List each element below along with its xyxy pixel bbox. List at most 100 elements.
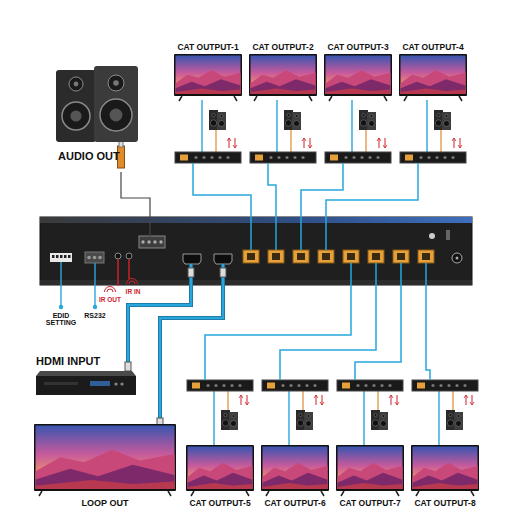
node-art [399, 54, 467, 101]
receiver-jack [206, 384, 209, 387]
cat-cable [355, 263, 401, 380]
receiver-jack [427, 156, 430, 159]
tv-frame [249, 54, 317, 96]
mountain [338, 483, 403, 489]
device-label: CAT OUTPUT-6 [257, 499, 333, 508]
display-node: CAT OUTPUT-1 [170, 43, 246, 101]
dip-lever [64, 255, 67, 258]
receiver-jack [443, 156, 446, 159]
terminal-screw [93, 256, 97, 260]
cat-cable [193, 163, 251, 250]
node-drawing [182, 445, 258, 496]
ir-cable [235, 138, 236, 148]
tweeter [69, 77, 83, 91]
ir-cable [310, 138, 311, 148]
receiver-jack [238, 384, 241, 387]
player-display [90, 381, 110, 386]
node-drawing [30, 369, 142, 401]
mini-speaker [292, 112, 301, 130]
terminal-screw [147, 240, 150, 243]
receiver-box [262, 380, 328, 391]
receiver-jack [218, 156, 221, 159]
ir-arrow [452, 138, 456, 141]
audio-lead [365, 130, 366, 152]
mini-cone [360, 120, 366, 126]
audio-lead [215, 130, 216, 152]
cat-cable [205, 263, 351, 380]
screen-sky [413, 447, 478, 490]
node-art [34, 424, 176, 496]
receiver-jack [388, 384, 391, 387]
matrix-body [40, 217, 472, 285]
receiver-jack [435, 156, 438, 159]
leader-dot [93, 305, 97, 309]
rj45-socket [422, 253, 430, 260]
node-art [336, 445, 404, 496]
mini-speaker [359, 110, 368, 130]
hdmi-lead [438, 391, 439, 448]
tv-foot [266, 491, 269, 496]
hdmi-lead [351, 100, 352, 152]
hdmi-lead [288, 391, 289, 448]
receiver-jack [281, 384, 284, 387]
display-node: CAT OUTPUT-7 [332, 445, 408, 508]
mountain [263, 473, 328, 489]
mountain [188, 483, 253, 489]
mini-cone [224, 413, 227, 416]
rj45-port [393, 250, 409, 263]
ir-arrow [302, 138, 306, 141]
receiver-jack [289, 384, 292, 387]
switch [446, 230, 450, 240]
mini-speaker [284, 110, 293, 130]
hdmi-lead [363, 391, 364, 448]
player-button [114, 382, 117, 385]
screen-sky [176, 56, 241, 95]
mini-cone [295, 115, 298, 118]
power-pin [456, 257, 459, 260]
cat-cable [301, 163, 343, 250]
tv-foot [404, 96, 407, 101]
node-drawing [257, 445, 333, 496]
indicator [429, 233, 435, 239]
dip-lever [56, 255, 59, 258]
rs232-terminal [85, 252, 104, 263]
rj45-socket [247, 253, 255, 260]
ir-cable [229, 138, 230, 148]
node-art [36, 371, 136, 395]
ir-arrow [308, 145, 312, 148]
tv-foot [459, 96, 462, 101]
audio-lead [302, 391, 303, 410]
node-drawing [395, 54, 471, 101]
ir-arrow [389, 395, 393, 398]
receiver-port [417, 383, 425, 389]
receiver-jack [297, 384, 300, 387]
tv-foot [396, 491, 399, 496]
woofer-cap [70, 110, 81, 121]
tv-frame [174, 54, 242, 96]
receiver-jack [194, 156, 197, 159]
screen-sky [36, 426, 175, 490]
mini-cone [449, 413, 452, 416]
ir-cable [385, 138, 386, 148]
audio-cable [121, 172, 150, 238]
ir-arrow [245, 402, 249, 405]
ir-cable [304, 138, 305, 148]
mountain [413, 463, 478, 489]
display-node: LOOP OUT [30, 424, 180, 509]
hdmi-plug [125, 362, 131, 371]
tv-frame [399, 54, 467, 96]
audio-lead [227, 391, 228, 410]
receiver-jack [419, 156, 422, 159]
dip-lever [60, 255, 63, 258]
cat-cable [426, 263, 430, 380]
node-art [324, 54, 392, 101]
receiver-box [175, 152, 241, 163]
mini-cone [299, 413, 302, 416]
receiver-jack [230, 384, 233, 387]
receiver-port [342, 383, 350, 389]
receiver-jack [368, 156, 371, 159]
matrix-bottom-edge [40, 280, 472, 285]
hdmi-cable [160, 264, 223, 428]
rj45-port [318, 250, 334, 263]
tv-frame [261, 445, 329, 491]
